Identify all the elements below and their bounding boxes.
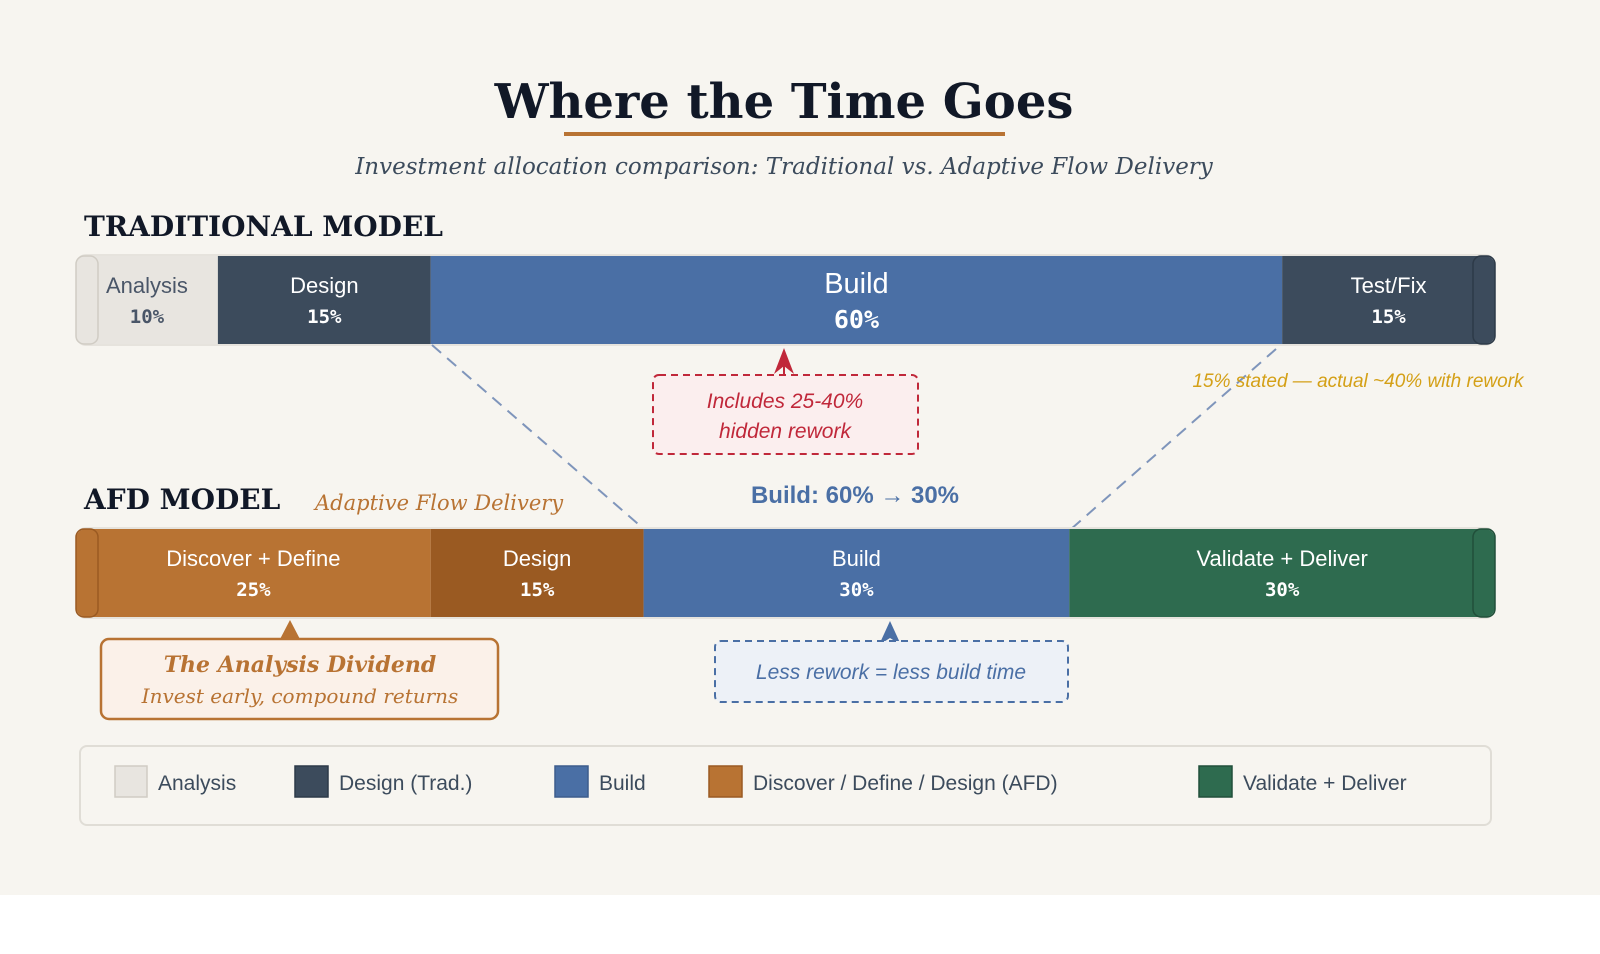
- trad-label-design: Design: [290, 273, 358, 298]
- diagram-svg: Where the Time Goes Investment allocatio…: [75, 74, 1525, 826]
- afd-label-validate: Validate + Deliver: [1196, 546, 1367, 571]
- legend-item: Design (Trad.): [294, 765, 472, 798]
- afd-segment-design: [430, 529, 644, 617]
- rework-arrow-icon: [774, 348, 794, 374]
- rework-line-2: hidden rework: [719, 420, 852, 443]
- afd-pct-build: 30%: [839, 579, 874, 601]
- legend-item: Build: [554, 765, 646, 798]
- legend-item: Discover / Define / Design (AFD): [708, 765, 1058, 798]
- trad-label-build: Build: [824, 268, 889, 300]
- less-rework-arrow-icon: [879, 621, 901, 645]
- dividend-title: The Analysis Dividend: [164, 652, 437, 678]
- legend-swatch: [114, 765, 148, 798]
- less-rework-callout: [714, 640, 1069, 703]
- legend-item: Validate + Deliver: [1198, 765, 1407, 798]
- testfix-note: 15% stated — actual ~40% with rework: [1192, 371, 1525, 392]
- legend-swatch: [1198, 765, 1233, 798]
- legend-label: Discover / Define / Design (AFD): [753, 772, 1058, 795]
- legend-label: Validate + Deliver: [1243, 772, 1407, 795]
- afd-bar-cap-right: [1472, 528, 1496, 618]
- afd-pct-discover: 25%: [236, 579, 271, 601]
- dividend-sub: Invest early, compound returns: [141, 684, 459, 708]
- trad-pct-build: 60%: [834, 305, 879, 334]
- afd-label-design: Design: [503, 546, 571, 571]
- legend-swatch: [554, 765, 589, 798]
- legend-item: Analysis: [114, 765, 236, 798]
- diagram-canvas: Where the Time Goes Investment allocatio…: [0, 0, 1600, 895]
- legend-label: Build: [599, 772, 646, 795]
- legend-label: Analysis: [158, 772, 236, 795]
- legend-label: Design (Trad.): [339, 772, 472, 795]
- trad-segment-testfix: [1282, 256, 1495, 344]
- afd-label-build: Build: [832, 546, 881, 571]
- trad-pct-analysis: 10%: [130, 306, 165, 328]
- afd-bar-cap-left: [75, 528, 99, 618]
- afd-label-discover: Discover + Define: [166, 546, 340, 571]
- page-subtitle: Investment allocation comparison: Tradit…: [354, 154, 1214, 180]
- afd-bar: Discover + Define 25% Design 15% Build 3…: [75, 527, 1496, 619]
- afd-segment-discover: [76, 529, 431, 617]
- traditional-bar: Analysis 10% Design 15% Build 60% Test/F…: [75, 254, 1496, 346]
- trad-label-analysis: Analysis: [106, 273, 188, 298]
- rework-line-1: Includes 25-40%: [707, 390, 863, 413]
- trad-pct-testfix: 15%: [1371, 306, 1406, 328]
- connector-left: [431, 344, 646, 531]
- traditional-heading: TRADITIONAL MODEL: [84, 210, 443, 243]
- trad-pct-design: 15%: [307, 306, 342, 328]
- page-title: Where the Time Goes: [494, 74, 1074, 130]
- trad-bar-cap-right: [1472, 255, 1496, 345]
- afd-segment-build: [643, 529, 1070, 617]
- afd-heading: AFD MODEL: [83, 483, 281, 516]
- legend-swatch: [294, 765, 329, 798]
- afd-pct-validate: 30%: [1265, 579, 1300, 601]
- trad-segment-analysis: [76, 256, 218, 344]
- build-shift-label: Build: 60% → 30%: [751, 482, 959, 509]
- connector-right: [1069, 348, 1277, 531]
- less-rework-text: Less rework = less build time: [756, 661, 1026, 684]
- rework-callout: [652, 374, 919, 455]
- afd-pct-design: 15%: [520, 579, 555, 601]
- title-underline: [564, 132, 1005, 136]
- legend-box: [79, 745, 1492, 826]
- dividend-callout: [99, 637, 500, 721]
- afd-segment-validate: [1069, 529, 1495, 617]
- trad-label-testfix: Test/Fix: [1351, 273, 1427, 298]
- afd-subheading: Adaptive Flow Delivery: [313, 491, 564, 515]
- legend-swatch: [708, 765, 743, 798]
- trad-segment-build: [430, 256, 1283, 344]
- dividend-arrow-icon: [278, 620, 302, 643]
- trad-bar-cap-left: [75, 255, 99, 345]
- trad-segment-design: [217, 256, 431, 344]
